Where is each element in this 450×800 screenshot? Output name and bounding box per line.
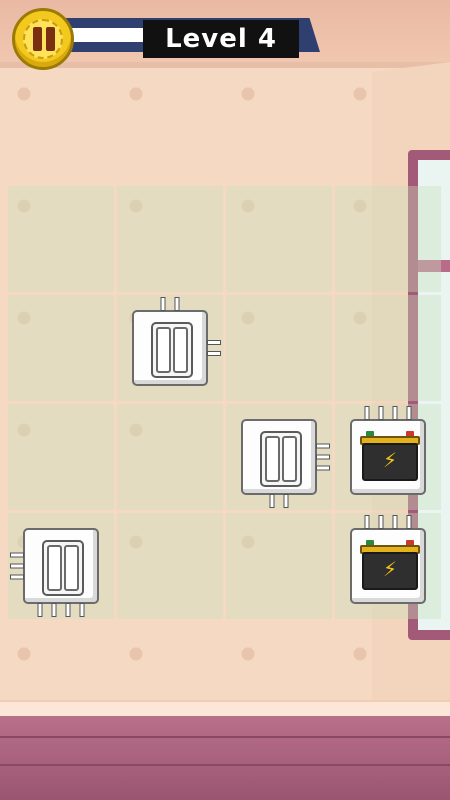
connector-pin xyxy=(37,603,43,617)
connector-pins-top xyxy=(364,515,412,529)
light-switch-icon xyxy=(151,322,193,378)
pause-button[interactable] xyxy=(12,8,74,70)
grid-cell[interactable] xyxy=(117,513,223,619)
window-crossbar xyxy=(418,260,450,272)
connector-pins-bottom xyxy=(37,603,85,617)
connector-pin xyxy=(392,406,398,420)
connector-pin xyxy=(316,465,330,471)
switch-tile[interactable] xyxy=(241,419,330,508)
battery-icon: ⚡ xyxy=(352,421,424,493)
baseboard xyxy=(0,700,450,716)
battery-tile[interactable]: ⚡ xyxy=(350,515,426,604)
switch-rocker xyxy=(64,545,79,591)
battery-body xyxy=(362,552,418,590)
floor xyxy=(0,716,450,800)
connector-pin xyxy=(207,351,221,356)
connector-pins-bottom xyxy=(269,494,289,508)
light-switch-icon xyxy=(42,540,84,596)
level-box xyxy=(143,20,299,58)
grid-cell[interactable] xyxy=(8,295,114,401)
grid-cell[interactable] xyxy=(8,404,114,510)
connector-pin xyxy=(364,515,370,529)
grid-cell[interactable] xyxy=(8,186,114,292)
connector-pin xyxy=(283,494,289,508)
switch-rocker xyxy=(282,436,297,482)
ceiling-trim xyxy=(0,62,450,68)
connector-pin xyxy=(79,603,85,617)
connector-pin xyxy=(378,515,384,529)
connector-pin xyxy=(10,563,24,569)
connector-pin xyxy=(316,443,330,449)
grid-cell[interactable] xyxy=(226,186,332,292)
connector-pin xyxy=(406,406,412,420)
switch-rocker xyxy=(47,545,62,591)
connector-pin xyxy=(364,406,370,420)
grid-cell[interactable] xyxy=(117,404,223,510)
pause-icon xyxy=(46,27,55,51)
connector-pin xyxy=(65,603,71,617)
connector-pin xyxy=(316,454,330,460)
battery-terminal-positive xyxy=(406,431,414,438)
connector-pin xyxy=(10,552,24,558)
floor-plank-line xyxy=(0,764,450,766)
switch-rocker xyxy=(265,436,280,482)
grid-cell[interactable] xyxy=(226,295,332,401)
switch-rocker xyxy=(173,327,188,373)
battery-icon: ⚡ xyxy=(352,530,424,602)
pause-icon xyxy=(33,27,42,51)
floor-plank-line xyxy=(0,736,450,738)
connector-pins-left xyxy=(10,552,24,580)
grid-cell[interactable] xyxy=(335,186,441,292)
lightning-bolt-icon: ⚡ xyxy=(382,448,398,472)
connector-pin xyxy=(207,340,221,345)
grid-cell[interactable] xyxy=(117,186,223,292)
battery-terminal-negative xyxy=(366,540,374,547)
connector-pins-right xyxy=(207,340,221,356)
connector-pin xyxy=(174,297,180,311)
connector-pins-top xyxy=(364,406,412,420)
connector-pins-top xyxy=(160,297,180,311)
switch-tile[interactable] xyxy=(132,297,221,386)
switch-tile[interactable] xyxy=(10,528,99,617)
light-switch-icon xyxy=(260,431,302,487)
connector-pins-right xyxy=(316,443,330,471)
grid-cell[interactable] xyxy=(226,513,332,619)
battery-tile[interactable]: ⚡ xyxy=(350,406,426,495)
level-label: Level 4 xyxy=(165,24,277,54)
battery-terminal-positive xyxy=(406,540,414,547)
connector-pin xyxy=(406,515,412,529)
connector-pin xyxy=(51,603,57,617)
connector-pin xyxy=(392,515,398,529)
connector-pin xyxy=(10,574,24,580)
battery-terminal-negative xyxy=(366,431,374,438)
pause-button-face xyxy=(23,19,63,59)
connector-pin xyxy=(269,494,275,508)
battery-body xyxy=(362,443,418,481)
grid-cell[interactable] xyxy=(335,295,441,401)
lightning-bolt-icon: ⚡ xyxy=(382,557,398,581)
connector-pin xyxy=(378,406,384,420)
connector-pin xyxy=(160,297,166,311)
switch-rocker xyxy=(156,327,171,373)
puzzle-grid: ⚡⚡ xyxy=(8,186,441,619)
